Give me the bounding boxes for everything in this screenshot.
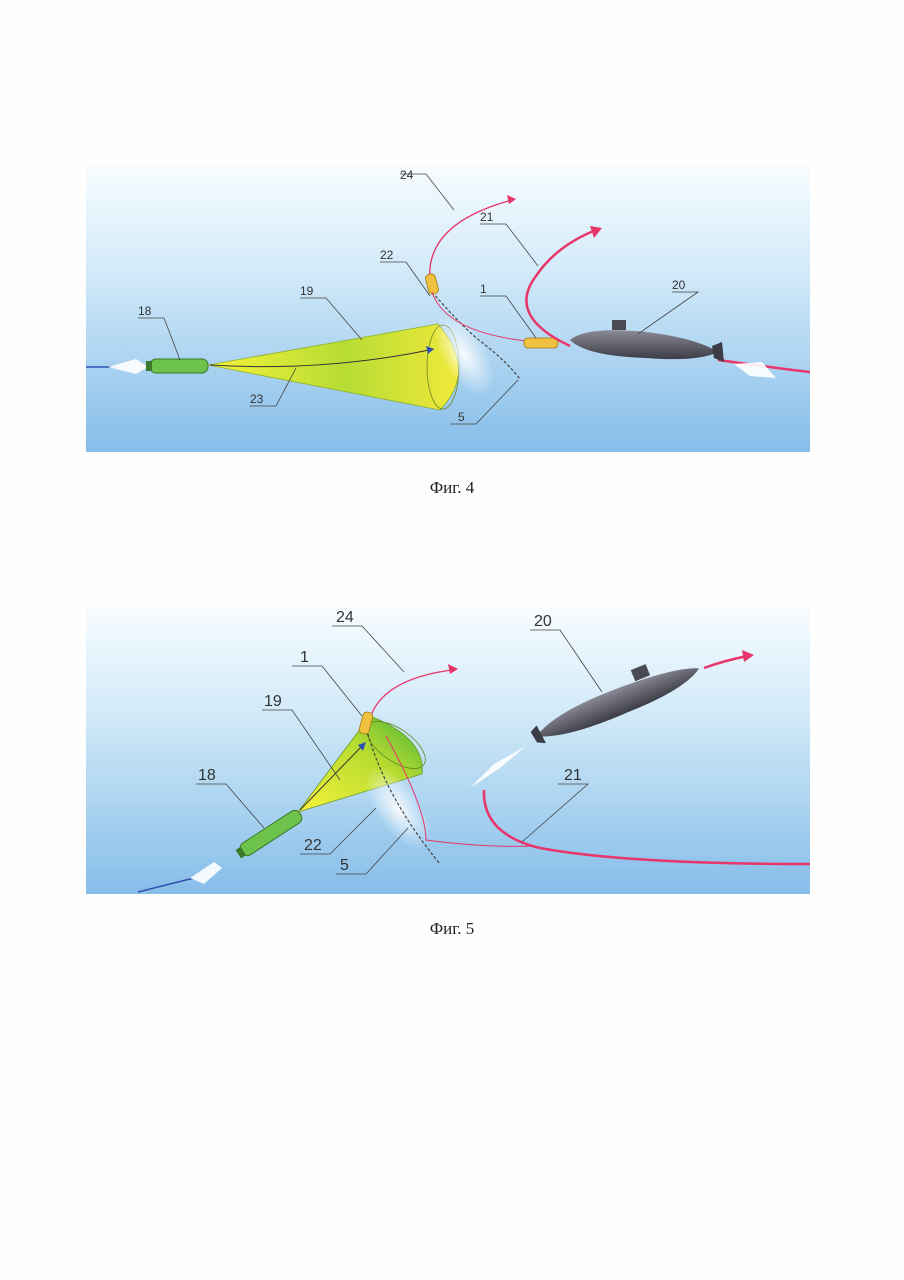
figure-4: 18 19 23 22 24 21 1 20 5 bbox=[86, 166, 810, 452]
label-1: 1 bbox=[480, 282, 487, 296]
decoy-1-track bbox=[431, 291, 537, 343]
torpedo-wake bbox=[108, 359, 148, 374]
figure-5-illustration: 18 19 1 24 20 21 22 5 bbox=[86, 608, 810, 894]
trajectory-21-arrow bbox=[590, 226, 602, 238]
label-20: 20 bbox=[672, 278, 686, 292]
guidance-wire bbox=[137, 877, 195, 893]
torpedo-wake bbox=[190, 862, 222, 884]
torpedo-18 bbox=[146, 358, 209, 374]
label-21: 21 bbox=[564, 767, 582, 784]
figure-5: 18 19 1 24 20 21 22 5 bbox=[86, 608, 810, 894]
figure-4-caption: Фиг. 4 bbox=[429, 478, 475, 497]
guidance-path bbox=[299, 743, 365, 811]
submarine-20 bbox=[570, 320, 724, 362]
leader-lines bbox=[138, 173, 700, 425]
label-24: 24 bbox=[336, 609, 354, 626]
trajectory-24-arrow bbox=[507, 195, 516, 204]
guidance-arrowhead bbox=[358, 742, 366, 751]
leader-lines bbox=[196, 625, 603, 875]
label-22: 22 bbox=[304, 837, 322, 854]
sea-background bbox=[86, 608, 810, 894]
submarine-wake-track bbox=[717, 358, 810, 374]
decoy-track bbox=[385, 735, 537, 847]
sea-background bbox=[86, 166, 810, 452]
guidance-arrowhead bbox=[426, 346, 434, 354]
trajectory-24-arrow bbox=[448, 664, 458, 674]
decoy-glow-22 bbox=[365, 766, 431, 850]
label-18: 18 bbox=[138, 304, 152, 318]
decoy-1 bbox=[358, 711, 374, 735]
label-19: 19 bbox=[300, 284, 314, 298]
submarine-wake bbox=[734, 362, 776, 378]
label-19: 19 bbox=[264, 693, 282, 710]
acoustic-cone-19 bbox=[296, 715, 423, 813]
label-21: 21 bbox=[480, 210, 494, 224]
label-20: 20 bbox=[534, 613, 552, 630]
decoy-cable-5 bbox=[367, 733, 441, 865]
submarine-wake bbox=[470, 746, 526, 788]
decoy-24 bbox=[425, 273, 439, 295]
trajectory-21 bbox=[482, 789, 810, 866]
figure-5-caption: Фиг. 5 bbox=[429, 919, 475, 938]
label-23: 23 bbox=[250, 392, 264, 406]
label-24: 24 bbox=[400, 168, 414, 182]
decoy-glow-22 bbox=[434, 312, 494, 396]
submarine-20 bbox=[530, 664, 700, 744]
submarine-course-arrow bbox=[742, 650, 754, 662]
torpedo-18 bbox=[235, 809, 303, 859]
label-5: 5 bbox=[458, 410, 465, 424]
trajectory-21 bbox=[525, 228, 597, 348]
decoy-1 bbox=[523, 337, 559, 349]
guidance-path-23 bbox=[209, 348, 435, 368]
label-5: 5 bbox=[340, 857, 349, 874]
label-18: 18 bbox=[198, 767, 216, 784]
figure-4-illustration: 18 19 23 22 24 21 1 20 5 bbox=[86, 166, 810, 452]
decoy-cable-5 bbox=[431, 291, 521, 380]
label-1: 1 bbox=[300, 649, 309, 666]
label-22: 22 bbox=[380, 248, 394, 262]
